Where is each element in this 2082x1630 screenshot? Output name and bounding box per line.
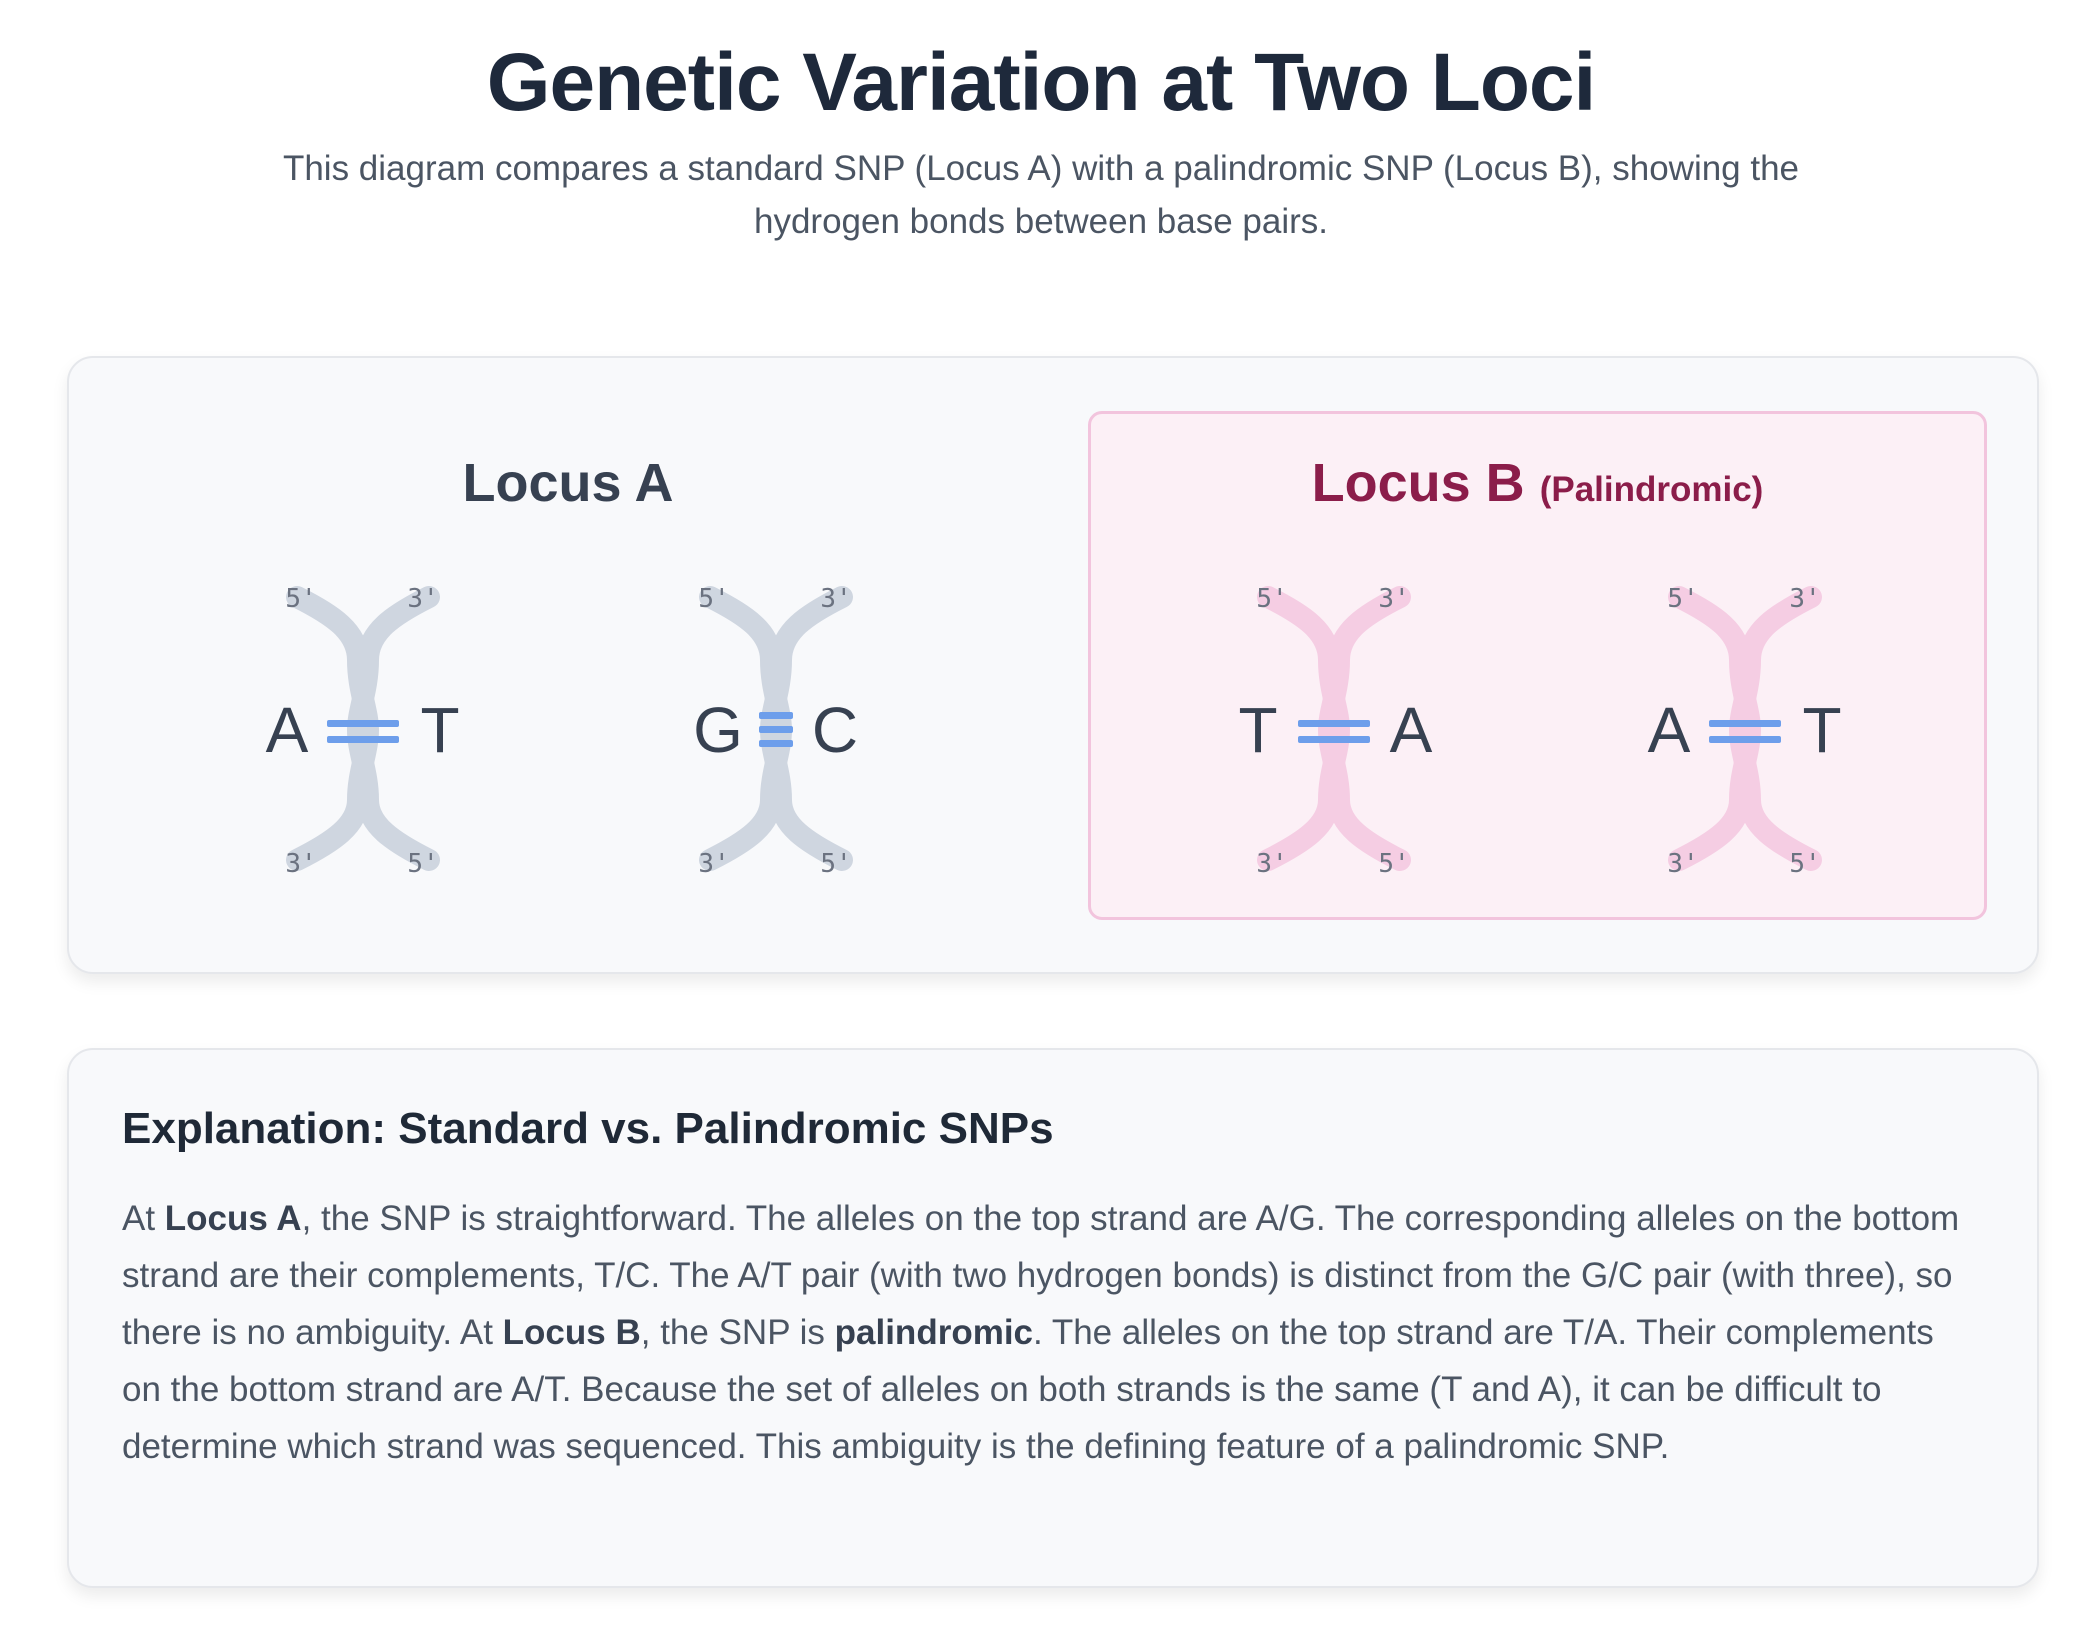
locus-b-highlight-box xyxy=(1088,411,1987,920)
strand-right-gray xyxy=(346,586,440,871)
end-label-top-right: 3' xyxy=(1378,584,1409,614)
end-label-top-left: 5' xyxy=(1667,584,1698,614)
base-left: T xyxy=(1238,694,1277,766)
base-left: A xyxy=(1648,694,1691,766)
end-label-bottom-right: 5' xyxy=(1789,849,1820,879)
locus-b-pair-2: A T 5' 3' 3' 5' xyxy=(1648,584,1842,879)
locus-a-pair-2: G C 5' 3' 3' 5' xyxy=(693,584,858,879)
explanation-locus-a: Locus A xyxy=(164,1199,302,1238)
locus-b-pair-1: T A 5' 3' 3' 5' xyxy=(1238,584,1432,879)
end-label-top-right: 3' xyxy=(820,584,851,614)
end-label-top-right: 3' xyxy=(1789,584,1820,614)
end-label-bottom-right: 5' xyxy=(820,849,851,879)
explanation-part-1: At xyxy=(122,1199,165,1238)
base-right: T xyxy=(420,694,459,766)
explanation-part-3: , the SNP is xyxy=(640,1313,835,1352)
page-subtitle: This diagram compares a standard SNP (Lo… xyxy=(282,149,1800,241)
explanation-text: At Locus A, the SNP is straightforward. … xyxy=(122,1190,1982,1475)
locus-b-title-text: Locus B xyxy=(1311,453,1525,513)
explanation-part-2: , the SNP is straightforward. The allele… xyxy=(122,1199,1960,1352)
strand-right-pink xyxy=(1317,586,1411,871)
locus-a-title: Locus A xyxy=(462,453,674,513)
explanation-palindromic: palindromic xyxy=(834,1313,1034,1352)
end-label-bottom-right: 5' xyxy=(1378,849,1409,879)
base-left: G xyxy=(693,694,743,766)
end-label-top-left: 5' xyxy=(285,584,316,614)
base-right: C xyxy=(812,694,858,766)
locus-a-pair-1: A T 5' 3' 3' 5' xyxy=(266,584,460,879)
explanation-locus-b: Locus B xyxy=(502,1313,641,1352)
end-label-bottom-left: 3' xyxy=(698,849,729,879)
end-label-top-left: 5' xyxy=(698,584,729,614)
hydrogen-bonds-3 xyxy=(759,712,793,747)
page-title: Genetic Variation at Two Loci xyxy=(486,37,1597,128)
end-label-bottom-left: 3' xyxy=(1667,849,1698,879)
locus-b-title: Locus B (Palindromic) xyxy=(1088,452,1987,514)
end-label-top-left: 5' xyxy=(1256,584,1287,614)
end-label-bottom-left: 3' xyxy=(1256,849,1287,879)
base-right: T xyxy=(1802,694,1841,766)
explanation-card xyxy=(67,1048,2039,1588)
base-left: A xyxy=(266,694,309,766)
base-right: A xyxy=(1390,694,1433,766)
explanation-part-4: . The alleles on the top strand are T/A.… xyxy=(122,1313,1934,1466)
hydrogen-bonds-2 xyxy=(1298,720,1370,743)
locus-b-subtitle: (Palindromic) xyxy=(1539,470,1764,509)
strand-right-pink xyxy=(1728,586,1822,871)
explanation-heading: Explanation: Standard vs. Palindromic SN… xyxy=(122,1104,1054,1153)
end-label-top-right: 3' xyxy=(407,584,438,614)
hydrogen-bonds-2 xyxy=(1709,720,1781,743)
hydrogen-bonds-2 xyxy=(327,720,399,743)
end-label-bottom-left: 3' xyxy=(285,849,316,879)
dna-diagram: A T 5' 3' 3' 5' G C 5' 3' 3' 5' T A 5' 3… xyxy=(266,584,1842,879)
end-label-bottom-right: 5' xyxy=(407,849,438,879)
